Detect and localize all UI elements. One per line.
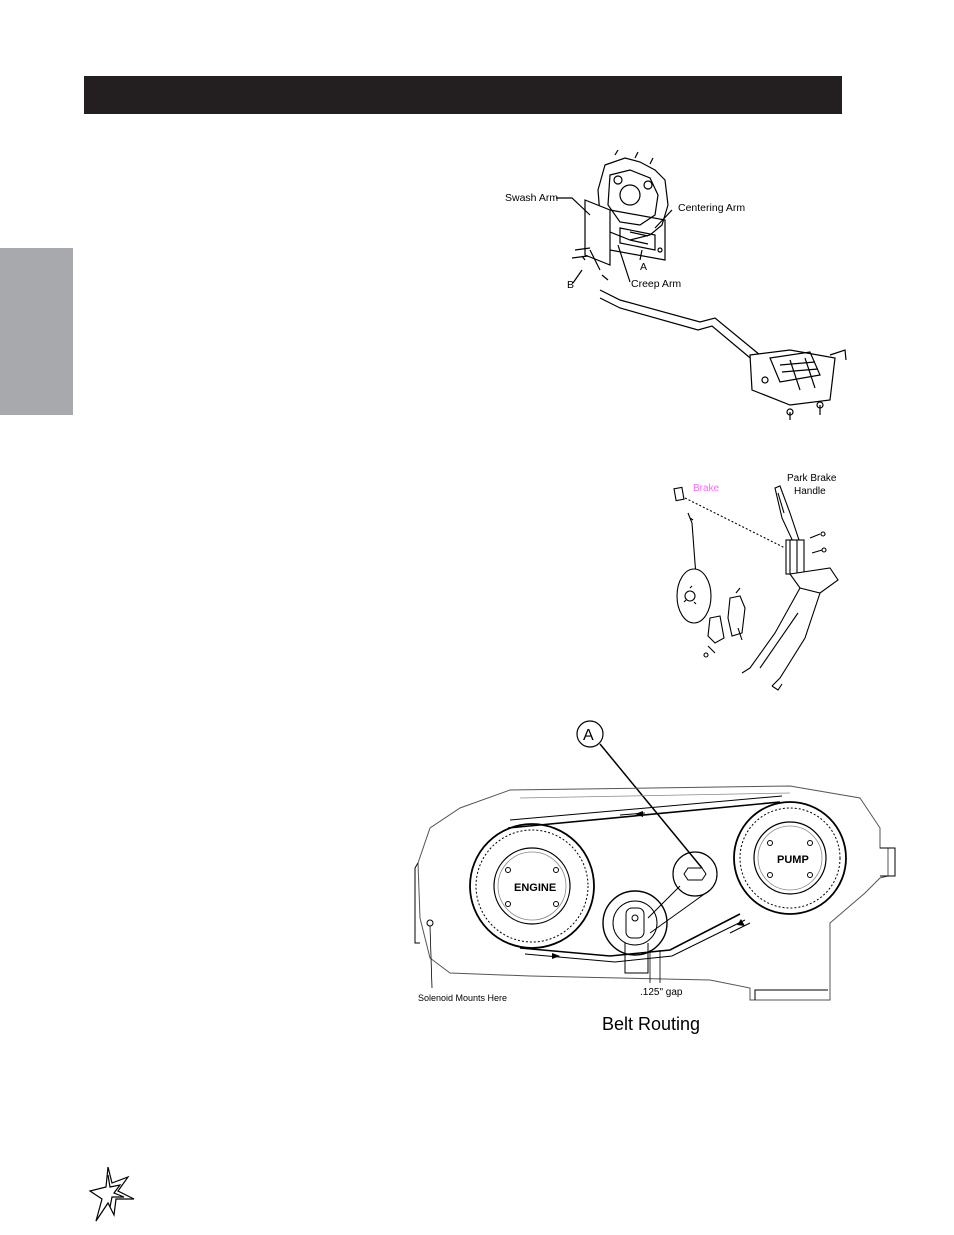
pump-label: PUMP — [777, 854, 809, 866]
callout-a-circle-label: A — [583, 727, 594, 744]
park-brake-label-line2: Handle — [794, 486, 826, 497]
belt-routing-caption: Belt Routing — [602, 1014, 700, 1034]
callout-b-label: B — [567, 279, 574, 291]
solenoid-label: Solenoid Mounts Here — [418, 993, 507, 1003]
hydro-linkage-diagram: Swash Arm Centering Arm A B Creep Arm — [505, 150, 847, 420]
brake-label: Brake — [693, 483, 720, 494]
belt-routing-diagram: ENGINE PUMP A Solenoid Mounts Here .125"… — [414, 720, 896, 1034]
park-brake-diagram: Brake Park Brake Handle — [673, 473, 839, 691]
star-logo-icon — [88, 1166, 135, 1222]
callout-a-label: A — [640, 261, 647, 273]
gap-label: .125" gap — [640, 987, 683, 998]
centering-arm-label: Centering Arm — [678, 202, 745, 214]
side-tab — [0, 248, 73, 415]
header-bar — [84, 76, 842, 114]
park-brake-label-line1: Park Brake — [787, 473, 837, 484]
engine-label: ENGINE — [514, 882, 556, 894]
swash-arm-label: Swash Arm — [505, 192, 558, 204]
creep-arm-label: Creep Arm — [631, 278, 681, 290]
